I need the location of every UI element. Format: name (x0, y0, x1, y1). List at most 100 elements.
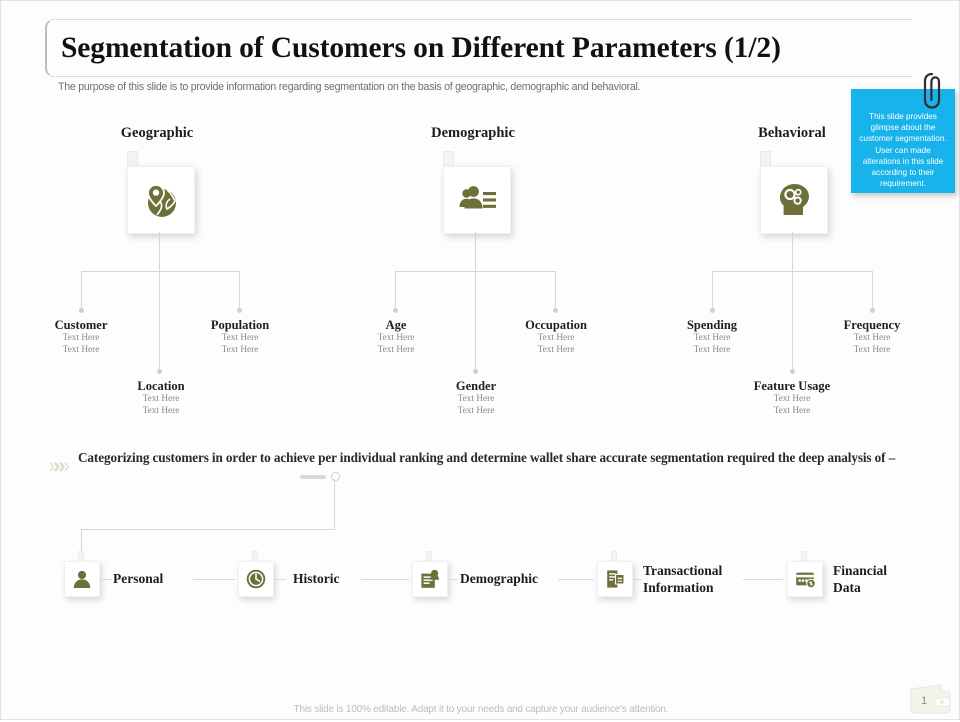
leaf-line-2: Text Here (773, 405, 811, 416)
leaf-title: Population (210, 318, 270, 332)
branch-title-behavioral: Behavioral (758, 125, 826, 141)
title-container: Segmentation of Customers on Different P… (45, 19, 913, 77)
branch1-dot-right (237, 308, 242, 313)
leaf-line-2: Text Here (62, 344, 100, 355)
leaf-title: Spending (686, 318, 738, 332)
leaf-title: Customer (54, 318, 108, 332)
leaf-age: Age Text Here Text Here (336, 318, 456, 356)
clock-icon (246, 569, 266, 589)
chevron-marker-icon: »»» (49, 453, 69, 478)
transaction-doc-icon (607, 570, 625, 588)
leaf-title: Feature Usage (753, 379, 831, 393)
slide-footer: This slide is 100% editable. Adapt it to… (293, 704, 669, 715)
leaf-feature-usage: Feature Usage Text Here Text Here (732, 379, 852, 417)
leaf-spending: Spending Text Here Text Here (652, 318, 772, 356)
label-line-2: Data (833, 580, 861, 595)
branch1-drop-right (239, 271, 240, 310)
leaf-occupation: Occupation Text Here Text Here (496, 318, 616, 356)
leaf-title: Age (385, 318, 407, 332)
label-line-1: Transactional (643, 563, 723, 578)
elbow-horizontal (81, 529, 335, 530)
analysis-label-personal: Personal (113, 570, 163, 587)
wallet-watermark-icon (907, 683, 953, 717)
leaf-title: Gender (455, 379, 497, 393)
label-line-1: Financial (833, 563, 888, 578)
leaf-line-2: Text Here (142, 405, 180, 416)
leaf-line-2: Text Here (537, 344, 575, 355)
demographic-doc-icon (421, 569, 439, 588)
page-number: 1 (921, 695, 928, 707)
connector-1a (274, 579, 286, 580)
analysis-label-transactional: Transactional Information (643, 562, 722, 596)
label-line-2: Information (643, 580, 714, 595)
leaf-line-1: Text Here (377, 333, 415, 343)
leaf-line-1: Text Here (537, 333, 575, 343)
branch3-dot-right (870, 308, 875, 313)
branch3-drop-right (872, 271, 873, 310)
branch-icon-demographic[interactable] (443, 166, 511, 234)
paperclip-icon (919, 71, 945, 111)
analysis-icon-financial[interactable] (787, 561, 823, 597)
branch3-drop-mid (792, 271, 793, 371)
branch-title-demographic: Demographic (431, 125, 515, 141)
analysis-label-financial: Financial Data (833, 562, 887, 596)
connector-2b (558, 579, 594, 580)
analysis-label-historic: Historic (293, 570, 340, 587)
leaf-line-1: Text Here (457, 394, 495, 404)
connector-3b (743, 579, 783, 580)
elbow-vertical-left (81, 529, 82, 560)
branch2-drop-right (555, 271, 556, 310)
slide-subtitle: The purpose of this slide is to provide … (58, 81, 641, 93)
leaf-line-1: Text Here (221, 333, 259, 343)
leaf-location: Location Text Here Text Here (101, 379, 221, 417)
financial-card-icon (796, 572, 816, 589)
leaf-line-2: Text Here (457, 405, 495, 416)
branch3-drop-left (712, 271, 713, 310)
branch3-stem (792, 232, 793, 271)
label-line-1: Demographic (460, 571, 538, 586)
globe-pin-icon (147, 184, 176, 217)
branch3-dot-mid (790, 369, 795, 374)
leaf-title: Frequency (843, 318, 901, 332)
connector-0b (193, 579, 235, 580)
statement-dash (300, 475, 326, 479)
head-gears-icon (780, 184, 809, 215)
elbow-vertical-right (334, 479, 335, 529)
analysis-icon-transactional[interactable] (597, 561, 633, 597)
leaf-line-2: Text Here (377, 344, 415, 355)
branch2-dot-mid (473, 369, 478, 374)
leaf-line-1: Text Here (773, 394, 811, 404)
leaf-title: Location (137, 379, 185, 393)
analysis-icon-demographic[interactable] (412, 561, 448, 597)
leaf-line-1: Text Here (62, 333, 100, 343)
statement-text: Categorizing customers in order to achie… (78, 450, 896, 465)
branch2-dot-right (553, 308, 558, 313)
leaf-line-1: Text Here (853, 333, 891, 343)
analysis-icon-personal[interactable] (64, 561, 100, 597)
analysis-icon-historic[interactable] (238, 561, 274, 597)
connector-1b (361, 579, 409, 580)
sticky-note[interactable]: This slide provides glimpse about the cu… (851, 89, 955, 193)
leaf-line-1: Text Here (693, 333, 731, 343)
label-line-1: Historic (293, 571, 340, 586)
leaf-gender: Gender Text Here Text Here (416, 379, 536, 417)
branch1-drop-mid (159, 271, 160, 371)
connector-2a (448, 579, 458, 580)
connector-3a (633, 579, 642, 580)
leaf-line-1: Text Here (142, 394, 180, 404)
page-title: Segmentation of Customers on Different P… (61, 31, 781, 64)
people-list-icon (459, 186, 496, 209)
branch1-dot-left (79, 308, 84, 313)
branch-icon-behavioral[interactable] (760, 166, 828, 234)
branch2-drop-mid (475, 271, 476, 371)
leaf-frequency: Frequency Text Here Text Here (812, 318, 932, 356)
branch-icon-geographic[interactable] (127, 166, 195, 234)
leaf-customer: Customer Text Here Text Here (21, 318, 141, 356)
branch-title-geographic: Geographic (120, 125, 194, 141)
branch1-drop-left (81, 271, 82, 310)
branch2-stem (475, 232, 476, 271)
leaf-title: Occupation (525, 318, 587, 332)
leaf-line-2: Text Here (221, 344, 259, 355)
analysis-label-demographic: Demographic (460, 570, 538, 587)
